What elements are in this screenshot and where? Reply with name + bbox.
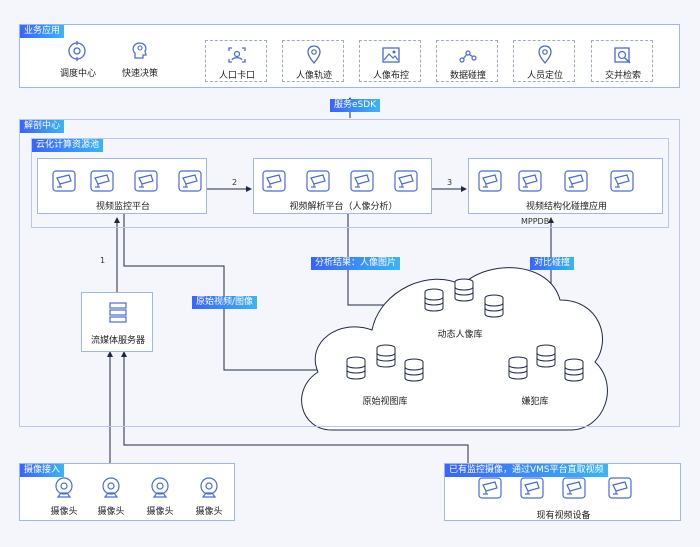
quick-decision-label: 快速决策 <box>121 69 158 79</box>
image-icon <box>382 47 400 63</box>
cctv-icon <box>478 477 502 499</box>
cctv-icon <box>520 477 544 499</box>
compare-collision-tag: 对比碰撞 <box>530 257 575 270</box>
cctv-icon <box>394 170 418 192</box>
cctv-icon <box>306 170 330 192</box>
app-cross-search-label: 交并检索 <box>604 71 641 81</box>
cloud-pool-panel: 云化计算资源池 <box>31 138 669 228</box>
analysis-result-tag: 分析结果：人像图片 <box>311 257 401 270</box>
sdk-tag: 服务eSDK <box>330 99 381 112</box>
cctv-icon <box>562 477 586 499</box>
app-portrait-track-label: 人像轨迹 <box>295 71 332 81</box>
app-portrait-track[interactable]: 人像轨迹 <box>282 40 344 82</box>
cloud-pool-tag: 云化计算资源池 <box>32 139 104 152</box>
app-checkpoint-label: 人口卡口 <box>218 71 255 81</box>
camera-1-label: 摄像头 <box>50 507 78 517</box>
database-icon <box>564 358 584 382</box>
existing-tag: 已有监控摄像，通过VMS平台直取视频 <box>445 464 608 477</box>
camera-panel: 摄像接入 <box>19 463 235 521</box>
database-icon <box>404 358 424 382</box>
dispatch-center-label: 调度中心 <box>59 69 96 79</box>
webcam-icon <box>102 477 120 498</box>
dispatch-center-icon <box>68 41 86 61</box>
cctv-icon <box>350 170 374 192</box>
app-person-locate[interactable]: 人员定位 <box>513 40 575 82</box>
cctv-icon <box>564 170 588 192</box>
data-collision-icon <box>459 50 477 63</box>
app-portrait-control[interactable]: 人像布控 <box>359 40 421 82</box>
database-icon <box>424 288 444 312</box>
database-icon <box>484 294 504 318</box>
mppdb-label: MPPDB <box>521 217 550 226</box>
quick-decision-icon <box>132 42 147 59</box>
step-1-label: 1 <box>100 256 106 265</box>
app-data-collision-label: 数据碰撞 <box>449 71 486 81</box>
location-pin-icon <box>307 45 321 64</box>
step-3-label: 3 <box>447 178 453 187</box>
camera-4-label: 摄像头 <box>195 507 223 517</box>
db-dynamic-portrait-label: 动态人像库 <box>437 330 483 340</box>
app-data-collision[interactable]: 数据碰撞 <box>436 40 498 82</box>
app-checkpoint[interactable]: 人口卡口 <box>205 40 267 82</box>
quick-decision[interactable]: 快速决策 <box>110 40 170 82</box>
camera-2-label: 摄像头 <box>97 507 125 517</box>
app-cross-search[interactable]: 交并检索 <box>591 40 653 82</box>
db-suspect-label: 嫌犯库 <box>521 397 549 407</box>
cctv-icon <box>478 170 502 192</box>
platform-structured-collision-label: 视频结构化碰撞应用 <box>525 202 607 212</box>
database-icon <box>376 344 396 368</box>
cctv-icon <box>608 477 632 499</box>
server-icon <box>109 302 127 323</box>
platform-video-monitor-label: 视频监控平台 <box>95 202 150 212</box>
cctv-icon <box>178 170 202 192</box>
webcam-icon <box>200 477 218 498</box>
webcam-icon <box>151 477 169 498</box>
raw-video-tag: 原始视频/图像 <box>192 296 258 309</box>
cctv-icon <box>90 170 114 192</box>
database-icon <box>508 356 528 380</box>
cctv-icon <box>262 170 286 192</box>
cctv-icon <box>518 170 542 192</box>
app-person-locate-label: 人员定位 <box>526 71 563 81</box>
checkpoint-icon <box>228 47 246 63</box>
db-raw-view-label: 原始视图库 <box>362 397 408 407</box>
database-icon <box>536 344 556 368</box>
location-pin-icon <box>538 45 552 64</box>
database-icon <box>454 278 474 302</box>
analysis-panel: 解剖中心 <box>19 119 680 427</box>
cctv-icon <box>134 170 158 192</box>
app-portrait-control-label: 人像布控 <box>372 71 409 81</box>
step-2-label: 2 <box>232 178 238 187</box>
dispatch-center[interactable]: 调度中心 <box>48 40 108 82</box>
search-icon <box>614 47 631 64</box>
platform-video-analysis-label: 视频解析平台（人像分析） <box>289 202 398 212</box>
camera-3-label: 摄像头 <box>146 507 174 517</box>
cctv-icon <box>52 170 76 192</box>
streaming-server[interactable]: 流媒体服务器 <box>81 292 153 352</box>
streaming-server-label: 流媒体服务器 <box>90 336 145 346</box>
database-icon <box>346 356 366 380</box>
webcam-icon <box>55 477 73 498</box>
existing-devices-label: 现有视频设备 <box>536 511 591 521</box>
cctv-icon <box>610 170 634 192</box>
camera-tag: 摄像接入 <box>20 464 65 477</box>
analysis-tag: 解剖中心 <box>20 120 65 133</box>
business-tag: 业务应用 <box>20 25 65 38</box>
